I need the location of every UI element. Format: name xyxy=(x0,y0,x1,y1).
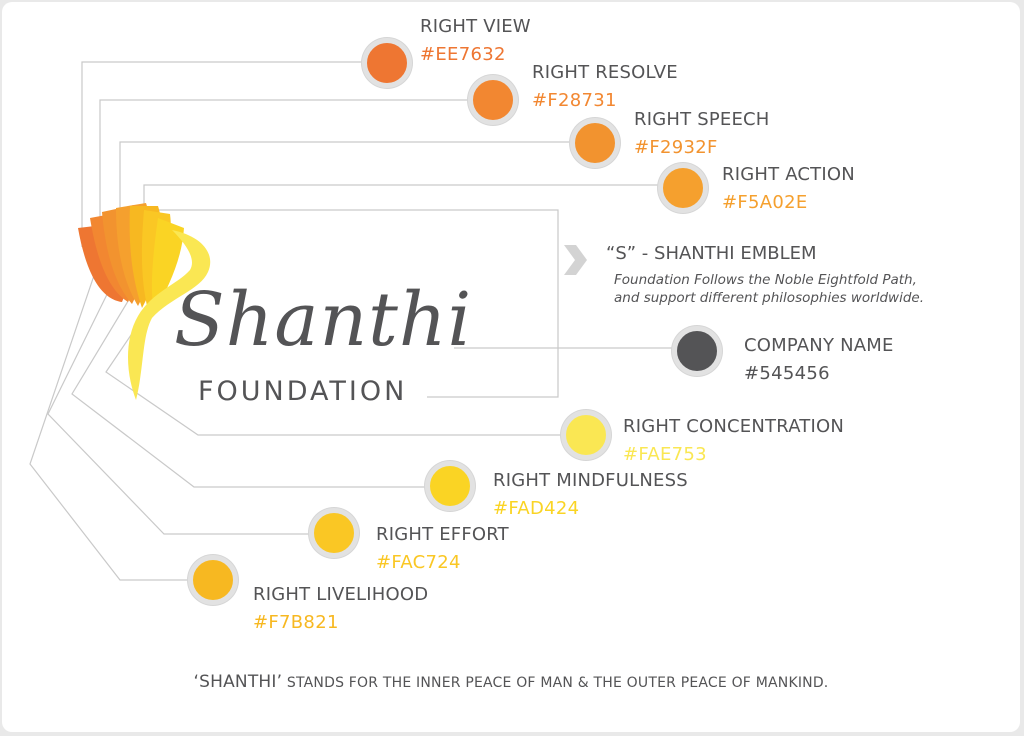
swatch-right-action xyxy=(658,163,708,213)
label-right-action: RIGHT ACTION xyxy=(722,164,855,185)
swatch-right-speech xyxy=(570,118,620,168)
label-right-effort: RIGHT EFFORT xyxy=(376,524,509,545)
label-right-concentration: RIGHT CONCENTRATION xyxy=(623,416,845,437)
swatch-right-concentration xyxy=(561,410,611,460)
logo-subtitle: FOUNDATION xyxy=(198,376,408,407)
connector-right-speech xyxy=(119,141,570,234)
hex-right-action: #F5A02E xyxy=(722,192,808,213)
connector-right-effort xyxy=(47,263,310,535)
hex-right-resolve: #F28731 xyxy=(532,90,617,111)
footer-highlight: ‘SHANTHI’ xyxy=(193,672,283,692)
connector-right-livelihood xyxy=(29,251,190,581)
hex-right-concentration: #FAE753 xyxy=(623,444,707,465)
emblem-description-line: and support different philosophies world… xyxy=(614,290,924,306)
swatch-right-resolve xyxy=(468,75,518,125)
emblem-title: “S” - SHANTHI EMBLEM xyxy=(606,243,817,264)
footer-text: STANDS FOR THE INNER PEACE OF MAN & THE … xyxy=(282,675,829,691)
shanthi-emblem-icon xyxy=(78,203,211,400)
connector-emblem-frame xyxy=(152,209,559,398)
connector-right-action xyxy=(143,184,658,228)
swatch-right-mindfulness xyxy=(425,461,475,511)
connector-right-view xyxy=(81,61,362,247)
connector-right-mindfulness xyxy=(71,277,426,488)
hex-company-name: #545456 xyxy=(744,363,830,384)
hex-right-view: #EE7632 xyxy=(420,44,506,65)
label-right-speech: RIGHT SPEECH xyxy=(634,109,770,130)
hex-right-livelihood: #F7B821 xyxy=(253,612,339,633)
label-right-livelihood: RIGHT LIVELIHOOD xyxy=(253,584,429,605)
swatch-company-name xyxy=(672,326,722,376)
emblem-description-line: Foundation Follows the Noble Eightfold P… xyxy=(614,272,917,288)
label-right-view: RIGHT VIEW xyxy=(420,16,531,37)
label-right-resolve: RIGHT RESOLVE xyxy=(532,62,678,83)
hex-right-effort: #FAC724 xyxy=(376,552,461,573)
swatch-right-effort xyxy=(309,508,359,558)
swatch-right-livelihood xyxy=(188,555,238,605)
chevron-right-icon xyxy=(564,245,587,275)
footer-tagline: ‘SHANTHI’ STANDS FOR THE INNER PEACE OF … xyxy=(2,672,1020,692)
emblem-description: Foundation Follows the Noble Eightfold P… xyxy=(614,271,994,307)
logo-wordmark: Shanthi xyxy=(174,277,473,363)
connector-right-resolve xyxy=(99,99,468,240)
label-right-mindfulness: RIGHT MINDFULNESS xyxy=(493,470,688,491)
swatch-right-view xyxy=(362,38,412,88)
hex-right-mindfulness: #FAD424 xyxy=(493,498,580,519)
hex-right-speech: #F2932F xyxy=(634,137,718,158)
label-company-name: COMPANY NAME xyxy=(744,335,894,356)
